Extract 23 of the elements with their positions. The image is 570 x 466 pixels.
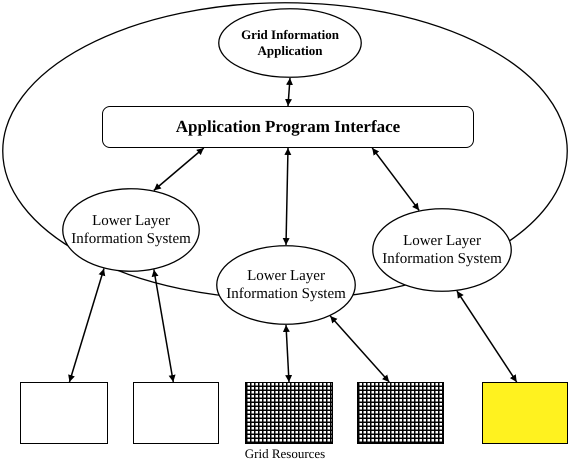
double-arrow — [282, 324, 292, 382]
resource-box — [482, 382, 568, 444]
double-arrow — [285, 78, 293, 106]
resource-box — [245, 382, 333, 444]
double-arrow — [456, 290, 518, 382]
double-arrow — [372, 148, 420, 211]
caption-label: Grid Resources — [244, 446, 326, 462]
node-text: Lower Layer Information System — [381, 232, 503, 268]
ellipse-node — [216, 245, 356, 325]
interface-box — [102, 106, 474, 148]
double-arrow — [330, 316, 390, 382]
node-text: Lower Layer Information System — [225, 267, 347, 303]
node-text: Lower Layer Information System — [70, 212, 192, 248]
resource-box — [20, 382, 108, 444]
ellipse-node — [218, 8, 362, 78]
node-text: Application Program Interface — [174, 116, 402, 138]
double-arrow — [68, 268, 106, 382]
resource-box — [357, 382, 444, 444]
node-text: Grid Information Application — [240, 27, 340, 59]
double-arrow — [152, 270, 176, 382]
resource-box — [133, 382, 219, 444]
double-arrow — [153, 147, 204, 191]
double-arrow — [282, 148, 292, 246]
